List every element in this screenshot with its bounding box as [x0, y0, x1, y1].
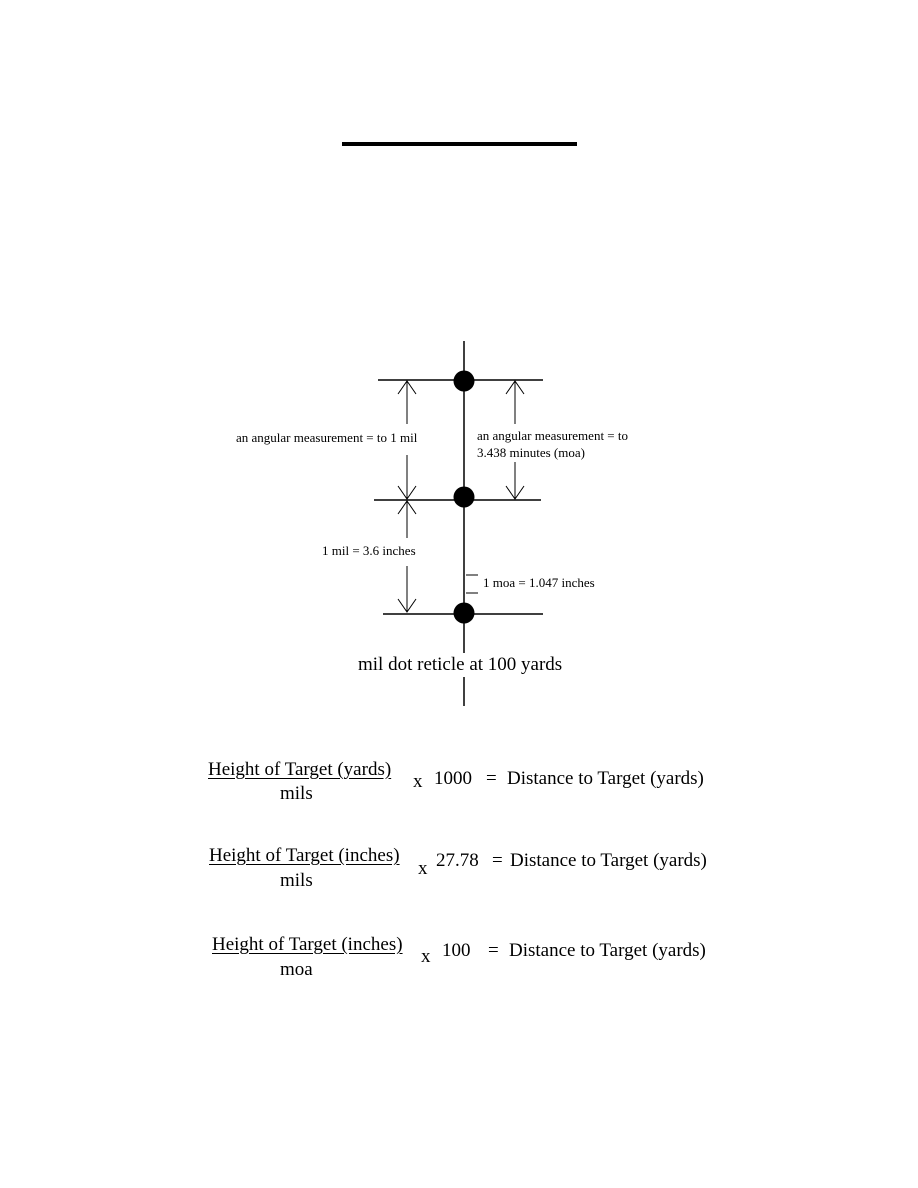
formula-denominator: mils: [280, 783, 313, 804]
formula-result: Distance to Target (yards): [510, 850, 707, 871]
formula-numerator: Height of Target (inches): [212, 934, 403, 955]
formula-denominator: moa: [280, 959, 313, 980]
formula-numerator: Height of Target (inches): [209, 845, 400, 866]
formula-factor: 27.78: [436, 850, 479, 871]
dimension-arrow-mil-angle: [397, 380, 417, 500]
label-mil-angle: an angular measurement = to 1 mil: [236, 430, 418, 445]
equals-sign: =: [486, 768, 497, 789]
dimension-arrow-mil-inches: [397, 500, 417, 613]
moa-bracket: [466, 574, 478, 594]
label-moa-angle-line2: 3.438 minutes (moa): [477, 445, 585, 460]
formula-factor: 1000: [434, 768, 472, 789]
formula-factor: 100: [442, 940, 471, 961]
diagram-caption: mil dot reticle at 100 yards: [356, 653, 565, 677]
label-mil-inches: 1 mil = 3.6 inches: [322, 543, 416, 558]
formula-numerator: Height of Target (yards): [208, 759, 392, 780]
equals-sign: =: [488, 940, 499, 961]
mil-dot-middle: [453, 486, 475, 508]
mil-dot-top: [453, 370, 475, 392]
dimension-arrow-moa-angle: [505, 380, 525, 500]
multiply-sign: x: [421, 946, 431, 967]
label-moa-inches: 1 moa = 1.047 inches: [483, 575, 595, 590]
formula-result: Distance to Target (yards): [507, 768, 704, 789]
formula-result: Distance to Target (yards): [509, 940, 706, 961]
mil-dot-bottom: [453, 602, 475, 624]
label-moa-angle-line1: an angular measurement = to: [477, 428, 628, 443]
multiply-sign: x: [413, 771, 423, 792]
equals-sign: =: [492, 850, 503, 871]
formula-denominator: mils: [280, 870, 313, 891]
multiply-sign: x: [418, 858, 428, 879]
title-rule: [342, 142, 577, 146]
